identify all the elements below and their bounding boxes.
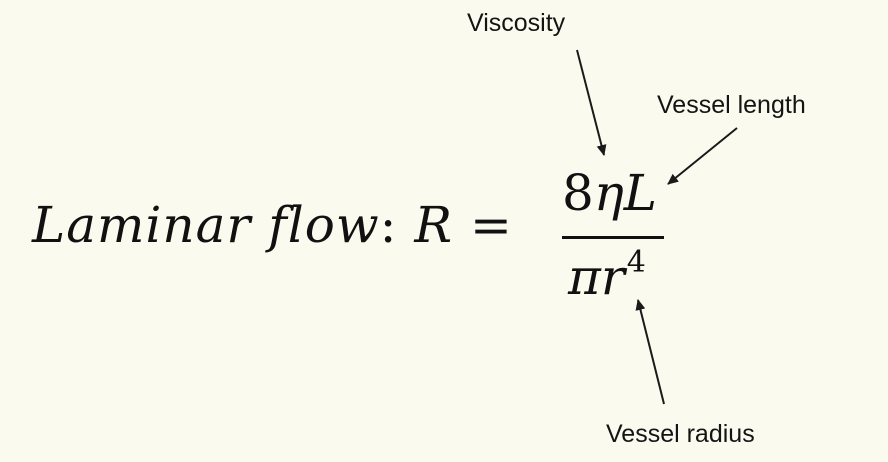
numerator-variables: ηL <box>593 164 657 222</box>
vessel-length-label: Vessel length <box>657 91 806 119</box>
viscosity-label: Viscosity <box>467 9 566 37</box>
equation-lhs: R <box>414 196 454 254</box>
vessel-length-arrow <box>667 127 738 185</box>
denominator-base: πr <box>568 248 625 306</box>
equation-label: Laminar flow <box>32 196 380 254</box>
vessel-radius-arrow <box>635 299 665 405</box>
equation-colon: : <box>379 196 398 254</box>
fraction-bar <box>562 236 664 239</box>
vessel-radius-label: Vessel radius <box>606 420 755 448</box>
numerator-coefficient: 8 <box>562 164 594 222</box>
denominator-exponent: 4 <box>626 245 646 280</box>
viscosity-arrow <box>576 49 607 156</box>
fraction-denominator: πr4 <box>568 248 646 303</box>
equals-sign: = <box>469 196 513 254</box>
fraction-numerator: 8ηL <box>562 168 657 218</box>
equation-left-side: Laminar flow: R = <box>32 200 513 250</box>
